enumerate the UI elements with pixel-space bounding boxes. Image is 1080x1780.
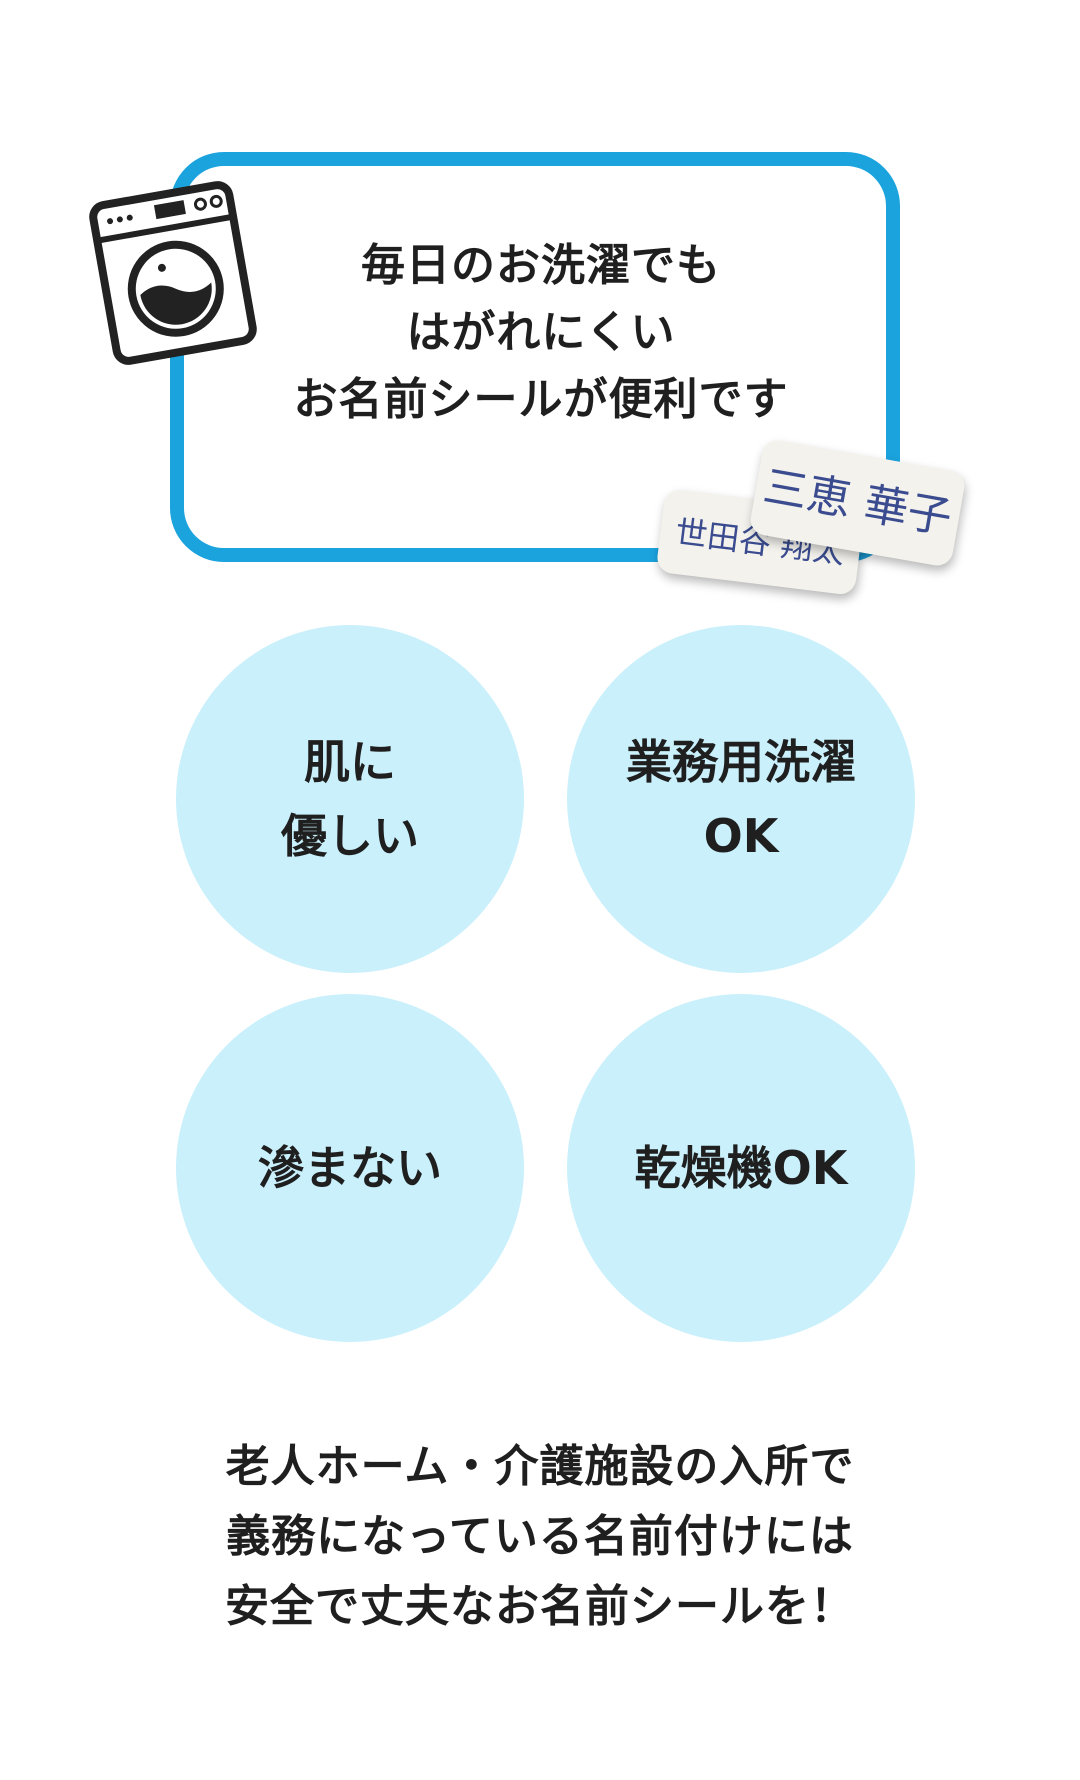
feature-label: OK [703, 809, 779, 863]
feature-label: 肌に [304, 735, 396, 789]
feature-label: 業務用洗濯 [626, 735, 856, 789]
hero-message: 毎日のお洗濯でも はがれにくい お名前シールが便利です [196, 232, 886, 433]
footer-message: 老人ホーム・介護施設の入所で 義務になっている名前付けには 安全で丈夫なお名前シ… [0, 1432, 1080, 1642]
feature-circle-no-bleed: 滲まない [176, 994, 524, 1342]
footer-line: 安全で丈夫なお名前シールを！ [225, 1581, 855, 1632]
footer-line: 老人ホーム・介護施設の入所で [225, 1441, 855, 1492]
hero-line: はがれにくい [406, 307, 676, 358]
feature-circle-dryer-ok: 乾燥機OK [567, 994, 915, 1342]
feature-circle-commercial-laundry: 業務用洗濯 OK [567, 625, 915, 973]
hero-line: 毎日のお洗濯でも [361, 240, 721, 291]
feature-label: 乾燥機OK [634, 1141, 848, 1195]
feature-circle-skin-friendly: 肌に 優しい [176, 625, 524, 973]
feature-label: 滲まない [258, 1141, 442, 1195]
hero-frame [170, 152, 900, 562]
footer-line: 義務になっている名前付けには [226, 1511, 854, 1562]
feature-label: 優しい [281, 809, 419, 863]
hero-line: お名前シールが便利です [293, 374, 789, 425]
washing-machine-icon [84, 176, 261, 369]
